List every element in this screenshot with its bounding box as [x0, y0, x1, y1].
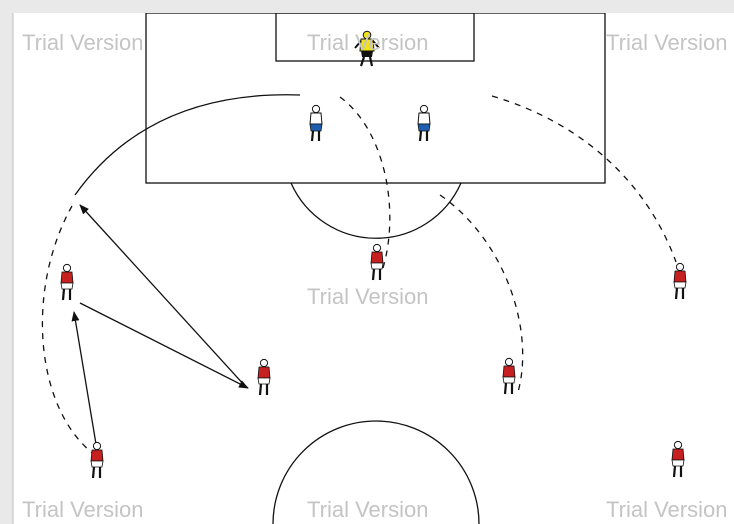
- run-line-right-outer: [491, 95, 677, 263]
- attacker-icon: [90, 441, 104, 479]
- attacker-icon: [673, 262, 687, 300]
- watermark-text: Trial Version: [606, 30, 727, 55]
- watermark-text: Trial Version: [22, 30, 143, 55]
- run-line-right-inner: [439, 194, 524, 393]
- goal-area: [275, 13, 475, 62]
- penalty-arc: [290, 182, 462, 239]
- defender-icon: [417, 104, 431, 142]
- attacker-icon: [60, 263, 74, 301]
- watermark-text: Trial Version: [307, 497, 428, 522]
- attacker-icon: [671, 440, 685, 478]
- penalty-area: [145, 13, 606, 184]
- watermark-text: Trial Version: [307, 284, 428, 309]
- goalkeeper-icon: [354, 30, 380, 67]
- watermark-text: Trial Version: [22, 497, 143, 522]
- attacker-icon: [257, 358, 271, 396]
- pass-arrow-to-channel: [79, 204, 247, 388]
- attacker-icon: [370, 243, 384, 281]
- center-circle: [272, 420, 480, 524]
- defender-icon: [309, 104, 323, 142]
- pass-arrow-to-centre: [79, 302, 249, 389]
- watermark-text: Trial Version: [606, 497, 727, 522]
- run-line-left-solid: [74, 94, 301, 196]
- run-line-left-wide: [41, 205, 96, 456]
- attacker-icon: [502, 357, 516, 395]
- watermark-text: Trial Version: [307, 30, 428, 55]
- pass-arrow-to-wing: [71, 311, 98, 451]
